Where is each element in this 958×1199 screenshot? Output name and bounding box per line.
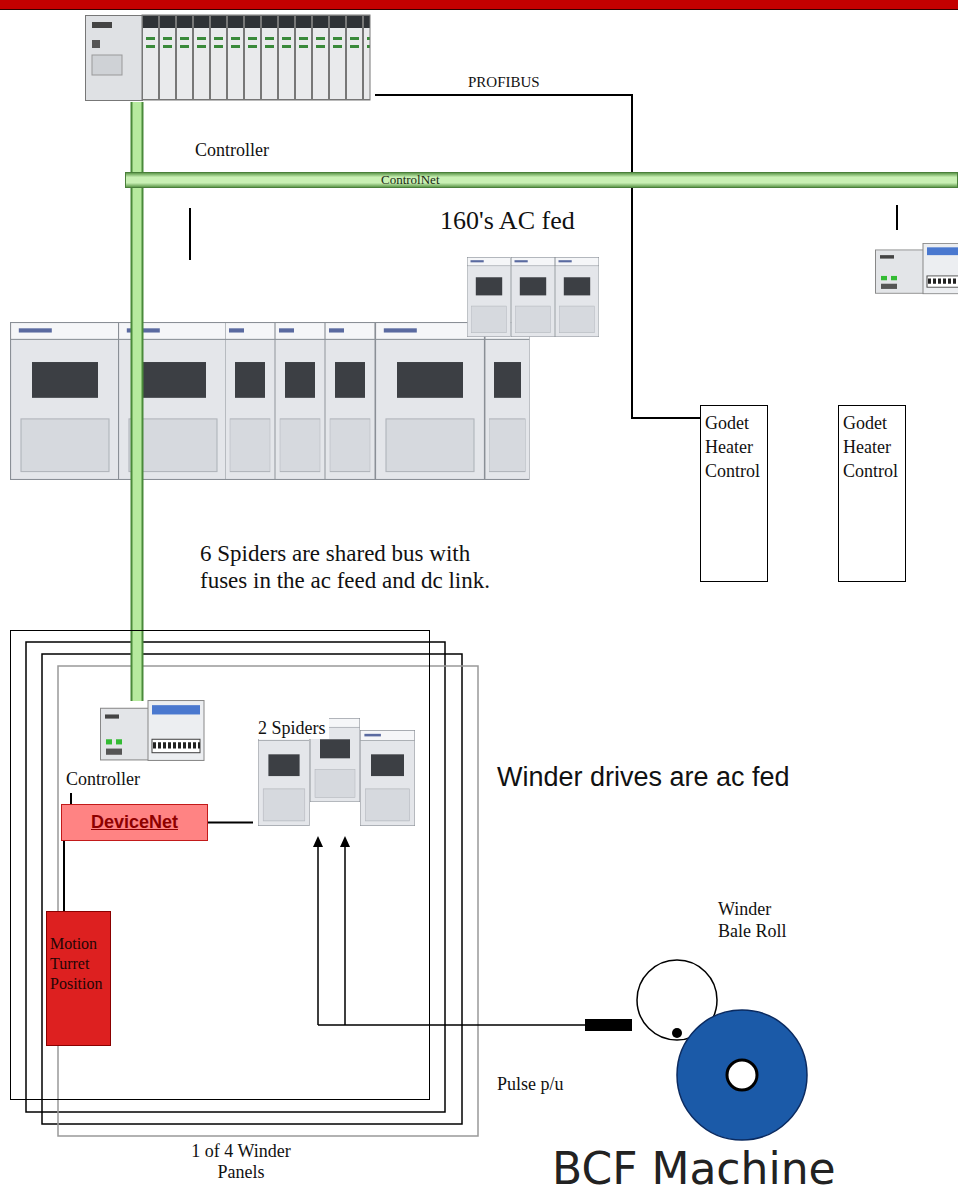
drive-label: 2 Spiders bbox=[255, 717, 329, 739]
winder-panel: 1 of 4 Winder PanelsControllerDeviceNetM… bbox=[10, 630, 430, 1100]
controller-label: Controller bbox=[195, 140, 269, 161]
network-cable bbox=[64, 841, 65, 911]
box-label: Godet Heater Control bbox=[843, 411, 901, 483]
devicenet-box: DeviceNet bbox=[61, 804, 208, 841]
heater-control-box: Godet Heater Control bbox=[838, 405, 906, 582]
heater-control-box: Godet Heater Control bbox=[700, 405, 768, 582]
spider-drives: 2 Spiders bbox=[253, 713, 423, 831]
diagram-title: BCF Machine bbox=[552, 1146, 836, 1192]
bus-label: ControlNet bbox=[126, 173, 957, 187]
drive-note: 6 Spiders are shared bus with fuses in t… bbox=[200, 540, 492, 594]
box-label: Godet Heater Control bbox=[705, 411, 763, 483]
network-cable bbox=[208, 822, 253, 823]
panel-controller: Controller bbox=[63, 701, 213, 793]
controller-rack: Controller bbox=[85, 12, 375, 102]
box-label: Motion Turret Position bbox=[50, 934, 108, 994]
roll-label: Winder Bale Roll bbox=[718, 898, 802, 942]
motion-box: Motion Turret Position bbox=[46, 911, 111, 1046]
controlnet-bus: ControlNet bbox=[125, 172, 958, 188]
panel-label: 1 of 4 Winder Panels bbox=[171, 1141, 311, 1183]
bus-label: DeviceNet bbox=[91, 812, 178, 833]
network-cable bbox=[375, 95, 700, 418]
sensor-label: Pulse p/u bbox=[497, 1074, 564, 1095]
drive-note: Winder drives are ac fed bbox=[497, 762, 790, 793]
bus-label: PROFIBUS bbox=[466, 74, 542, 91]
network-cable bbox=[71, 793, 72, 804]
controlnet-drop bbox=[137, 102, 138, 701]
drive-note: 160's AC fed bbox=[440, 206, 575, 236]
controller-label: Controller bbox=[63, 701, 213, 790]
